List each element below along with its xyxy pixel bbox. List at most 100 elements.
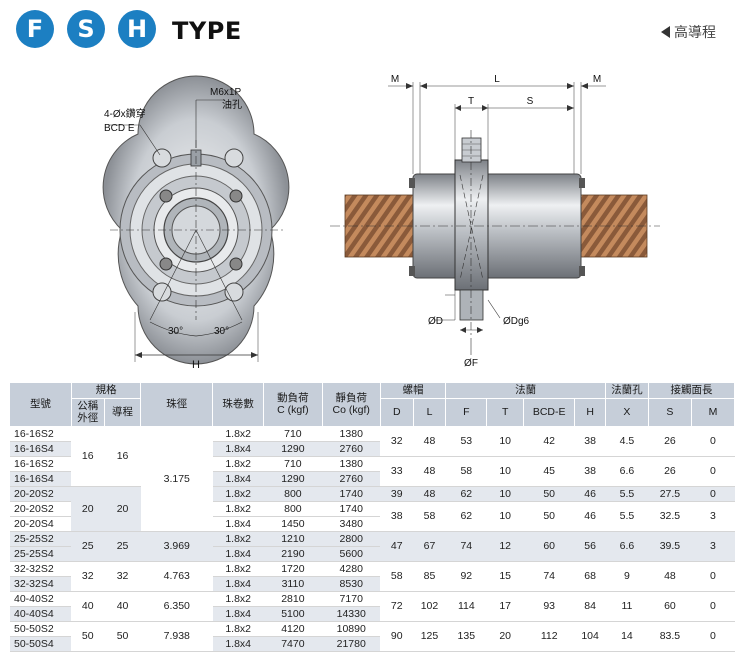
header-h: H [574,398,606,427]
cell-lead: 32 [104,561,141,592]
header-nut: 螺帽 [380,383,447,399]
badge-h: H [118,10,156,48]
cell-d: 47 [380,531,414,562]
cell-m: 0 [691,561,735,592]
cell-dyn: 7470 [263,636,323,652]
cell-x: 5.5 [605,486,649,502]
cell-l: 125 [413,621,446,652]
cell-ball: 3.969 [140,531,213,562]
cell-d: 32 [380,426,414,457]
cell-x: 6.6 [605,456,649,487]
cell-s: 32.5 [648,501,692,532]
cell-dyn: 710 [263,426,323,442]
cell-turns: 1.8x2 [212,591,264,607]
header-spec: 規格 [71,383,142,399]
cell-sta: 10890 [322,621,381,637]
cell-nominal: 50 [71,621,105,652]
cell-nominal: 25 [71,531,105,562]
cell-x: 9 [605,561,649,592]
cell-model: 16-16S4 [10,441,72,457]
cell-m: 0 [691,591,735,622]
cell-f: 114 [445,591,487,622]
table-row: 20-20S2 1.8x2 800 1740 38 58 62 10 50 46… [10,501,735,532]
cell-m: 3 [691,531,735,562]
cell-m: 0 [691,486,735,502]
angle-label-right: 30° [214,326,229,337]
cell-dyn: 1720 [263,561,323,577]
cell-dyn: 710 [263,456,323,472]
cell-sta: 3480 [322,516,381,532]
lead-tag: 高導程 [661,22,716,42]
header-contact: 接觸面長 [648,383,736,399]
cell-m: 0 [691,456,735,487]
cell-turns: 1.8x2 [212,561,264,577]
cell-h: 38 [574,426,606,457]
header-model: 型號 [10,383,72,427]
cell-f: 92 [445,561,487,592]
cell-dyn: 1290 [263,471,323,487]
cell-l: 48 [413,486,446,502]
cell-model: 40-40S4 [10,606,72,622]
cell-f: 135 [445,621,487,652]
cell-turns: 1.8x4 [212,471,264,487]
cell-dyn: 2810 [263,591,323,607]
cell-d: 33 [380,456,414,487]
cell-h: 84 [574,591,606,622]
cell-turns: 1.8x4 [212,441,264,457]
cell-bcd: 45 [523,456,575,487]
cell-turns: 1.8x2 [212,531,264,547]
table-row: 16-16S2 1.8x2 710 1380 33 48 58 10 45 38… [10,456,735,487]
cell-lead: 20 [104,486,141,532]
cell-dyn: 1450 [263,516,323,532]
cell-bcd: 42 [523,426,575,457]
cell-s: 83.5 [648,621,692,652]
cell-f: 58 [445,456,487,487]
cell-sta: 7170 [322,591,381,607]
cell-s: 39.5 [648,531,692,562]
cell-model: 16-16S2 [10,426,72,442]
cell-f: 53 [445,426,487,457]
cell-h: 38 [574,456,606,487]
cell-model: 40-40S2 [10,591,72,607]
cell-s: 26 [648,456,692,487]
table-row: 25-25S2 25 25 3.969 1.8x2 1210 2800 47 6… [10,531,735,562]
cell-turns: 1.8x4 [212,636,264,652]
cell-ball: 6.350 [140,591,213,622]
cell-nominal: 40 [71,591,105,622]
type-title: TYPE [172,17,242,45]
cell-t: 10 [486,486,524,502]
cell-t: 12 [486,531,524,562]
oil-hole-sublabel: 油孔 [222,98,242,111]
cell-sta: 2800 [322,531,381,547]
cell-s: 26 [648,426,692,457]
cell-h: 46 [574,486,606,502]
cell-l: 85 [413,561,446,592]
header-lead: 導程 [104,398,142,427]
cell-model: 20-20S4 [10,516,72,532]
cell-sta: 4280 [322,561,381,577]
cell-h: 104 [574,621,606,652]
technical-drawing: 4-Øx鑽穿 BCD E M6x1P 油孔 30° 30° H [102,74,660,371]
dim-dg6: ØDg6 [503,316,530,327]
cell-dyn: 2190 [263,546,323,562]
front-view: 4-Øx鑽穿 BCD E M6x1P 油孔 30° 30° H [102,75,290,371]
cell-turns: 1.8x2 [212,486,264,502]
cell-s: 48 [648,561,692,592]
header-ball: 珠徑 [140,383,214,427]
cell-nominal: 20 [71,486,105,532]
cell-model: 25-25S2 [10,531,72,547]
header-flange: 法蘭 [445,383,606,399]
cell-t: 20 [486,621,524,652]
lead-label: 高導程 [674,24,716,40]
cell-model: 25-25S4 [10,546,72,562]
cell-h: 56 [574,531,606,562]
cell-t: 15 [486,561,524,592]
cell-x: 6.6 [605,531,649,562]
cell-sta: 21780 [322,636,381,652]
cell-dyn: 800 [263,486,323,502]
cell-x: 11 [605,591,649,622]
cell-bcd: 60 [523,531,575,562]
cell-turns: 1.8x4 [212,576,264,592]
